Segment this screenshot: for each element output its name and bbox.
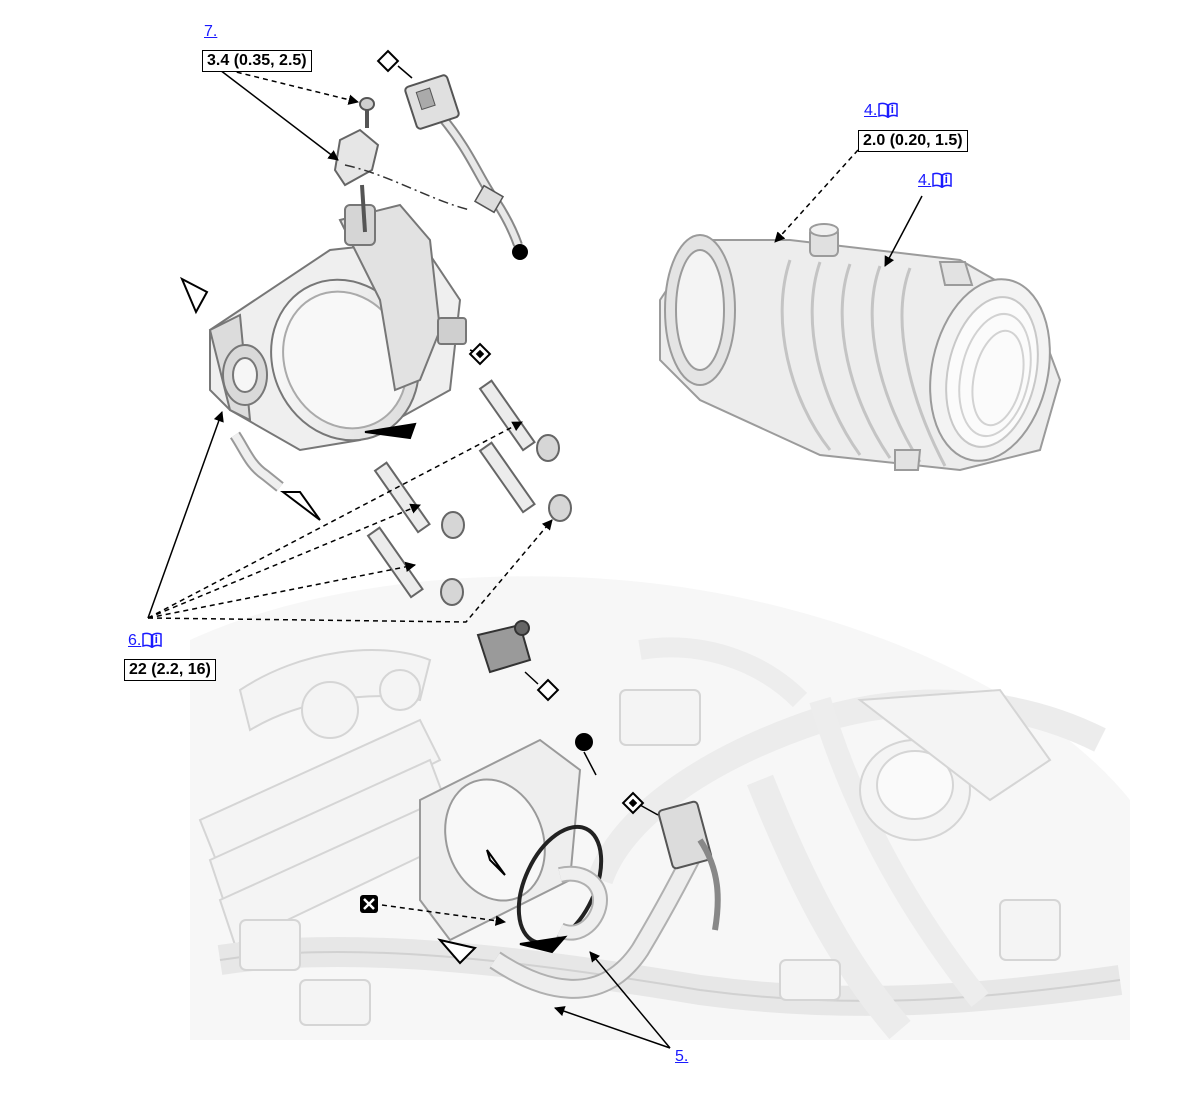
- open-diamond-connector-icon: [536, 678, 560, 702]
- bolt-2: [478, 441, 572, 522]
- step-4-label: 4.: [864, 102, 878, 119]
- bolt-4: [366, 526, 464, 606]
- step-4-hose-label: 4.: [918, 172, 932, 189]
- filled-circle-connector-icon: [512, 244, 528, 260]
- engine-bay-background: [190, 576, 1130, 1040]
- step-4-link-torque[interactable]: 4.: [864, 102, 899, 120]
- bracket-bolt: [359, 97, 375, 128]
- throttle-body-bolts: [366, 379, 572, 606]
- sensor-connector-installed: [476, 620, 532, 674]
- diamond-dot-connector-icon: [621, 791, 645, 815]
- step-6-torque-spec: 22 (2.2, 16): [124, 659, 216, 681]
- step-4-link-hose[interactable]: 4.: [918, 172, 953, 190]
- throttle-body: [208, 203, 467, 492]
- step-7-link[interactable]: 7.: [204, 23, 218, 40]
- step-5-link[interactable]: 5.: [675, 1048, 689, 1065]
- replace-part-x-icon: [360, 895, 378, 913]
- manual-reference-icon: [932, 172, 953, 188]
- step-6-label: 6.: [128, 632, 142, 649]
- manual-reference-icon: [878, 102, 899, 118]
- bolt-3: [373, 461, 465, 539]
- diamond-dot-connector-icon: [468, 342, 492, 366]
- bolt-1: [478, 379, 560, 462]
- wiring-harness-top: [404, 74, 523, 247]
- harness-route-line: [344, 164, 471, 211]
- leader-lines: [147, 65, 923, 1049]
- intake-air-duct: [659, 223, 1062, 472]
- harness-connector-lower: [657, 800, 721, 931]
- manual-reference-icon: [142, 632, 163, 648]
- filled-circle-connector-icon: [575, 733, 593, 751]
- orientation-flag-markers: [179, 276, 568, 965]
- throttle-body-mount-flange: [419, 738, 582, 942]
- step-7-torque-spec: 3.4 (0.35, 2.5): [202, 50, 312, 72]
- step-6-link[interactable]: 6.: [128, 632, 163, 650]
- open-diamond-connector-icon: [376, 49, 400, 73]
- step-4-torque-spec: 2.0 (0.20, 1.5): [858, 130, 968, 152]
